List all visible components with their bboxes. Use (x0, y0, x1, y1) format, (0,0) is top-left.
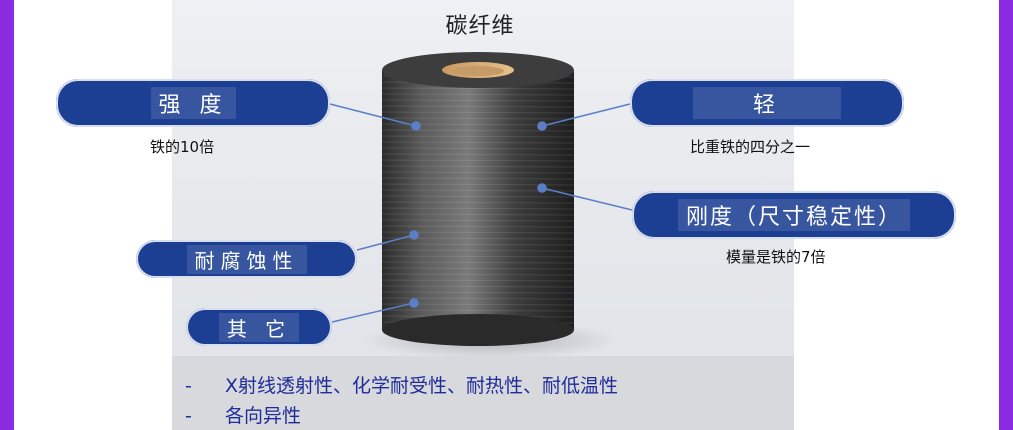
label-strength: 强 度 (56, 79, 330, 127)
bullet-text: X射线透射性、化学耐受性、耐热性、耐低温性 (225, 375, 619, 397)
bottom-panel (172, 356, 794, 430)
label-strength-sub: 铁的10倍 (150, 138, 215, 156)
bullet-dash: - (185, 375, 192, 397)
label-stiffness-sub: 模量是铁的7倍 (726, 248, 826, 266)
bullet-dash: - (185, 405, 192, 427)
label-light-sub: 比重铁的四分之一 (690, 138, 811, 156)
label-other: 其 它 (186, 308, 332, 346)
bullet-text: 各向异性 (225, 405, 302, 427)
bullet-item: - X射线透射性、化学耐受性、耐热性、耐低温性 (185, 371, 618, 398)
label-light-text: 轻 (692, 87, 841, 119)
label-light: 轻 (630, 79, 904, 127)
bullet-item: - 各向异性 (185, 401, 301, 428)
label-stiffness: 刚度（尺寸稳定性） (632, 191, 956, 239)
label-strength-text: 强 度 (150, 87, 236, 119)
page-title: 碳纤维 (445, 14, 515, 39)
label-corrosion: 耐腐蚀性 (136, 240, 357, 278)
label-other-text: 其 它 (218, 312, 300, 342)
carbon-fiber-spool (382, 52, 574, 346)
label-stiffness-text: 刚度（尺寸稳定性） (677, 199, 910, 231)
label-corrosion-text: 耐腐蚀性 (186, 244, 307, 274)
